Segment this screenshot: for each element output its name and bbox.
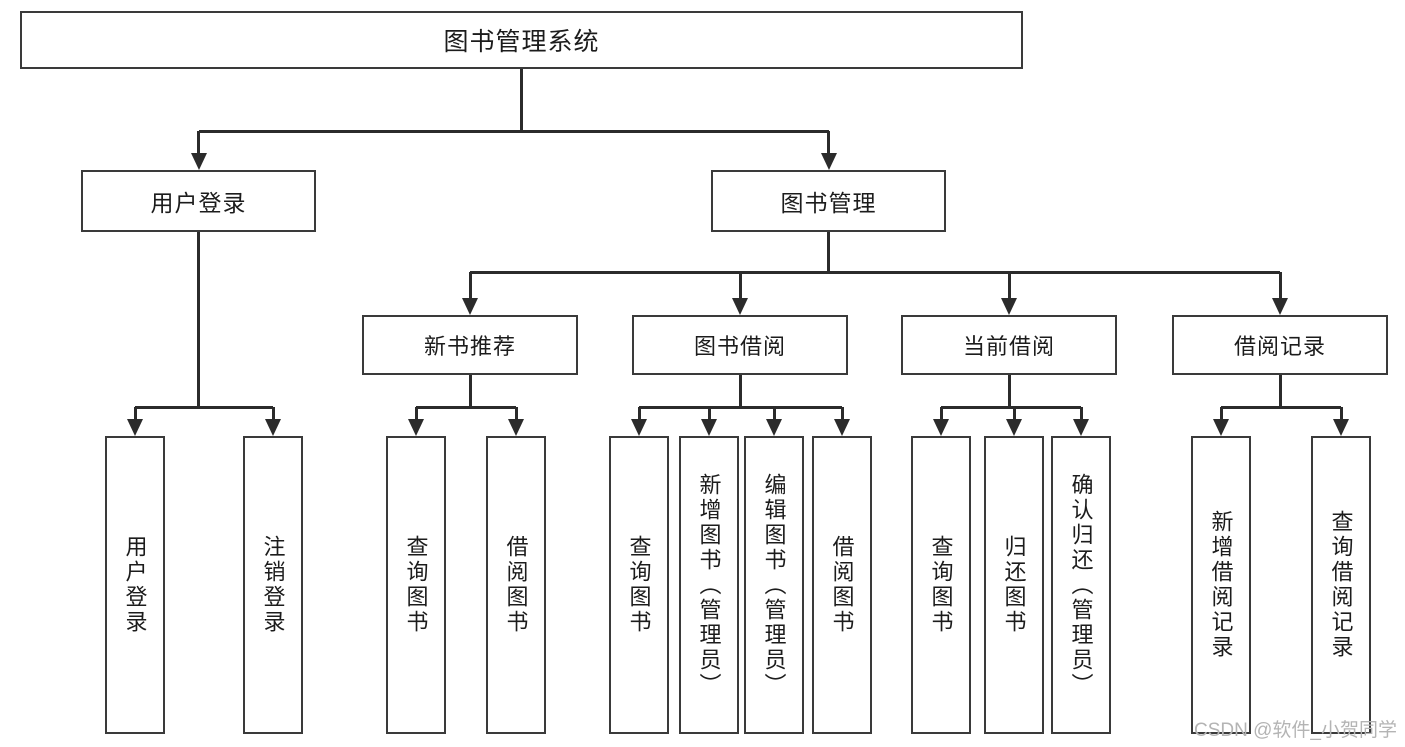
connector-to-leaf-2-0 [637, 407, 641, 419]
connector-leafbus-4 [1221, 405, 1341, 409]
connector-to-leaf-2-2 [772, 407, 776, 419]
connector-root-to-l2-0 [197, 131, 200, 153]
node-level2-0[interactable]: 用户登录 [81, 170, 316, 232]
node-leaf-5[interactable]: 新增图书（管理员） [679, 436, 739, 734]
connector-leafbus-2 [639, 405, 842, 409]
node-root[interactable]: 图书管理系统 [20, 11, 1023, 69]
arrowhead-mgr-to-l3-2 [1001, 298, 1017, 315]
arrowhead-to-leaf-1-0 [408, 419, 424, 436]
arrowhead-to-leaf-2-3 [834, 419, 850, 436]
connector-leafbus-stem-0 [197, 232, 200, 407]
connector-leafbus-3 [941, 405, 1081, 409]
node-level3-3[interactable]: 借阅记录 [1172, 315, 1388, 375]
connector-root-bus [198, 129, 829, 133]
node-leaf-4[interactable]: 查询图书 [609, 436, 669, 734]
connector-to-leaf-2-3 [840, 407, 844, 419]
connector-to-leaf-3-0 [939, 407, 943, 419]
node-level2-1[interactable]: 图书管理 [711, 170, 946, 232]
arrowhead-root-to-l2-0 [190, 153, 207, 170]
node-leaf-12[interactable]: 查询借阅记录 [1311, 436, 1371, 734]
node-leaf-7[interactable]: 借阅图书 [812, 436, 872, 734]
node-level3-0[interactable]: 新书推荐 [362, 315, 578, 375]
connector-root-to-l2-1 [827, 131, 830, 153]
connector-to-leaf-1-0 [414, 407, 418, 419]
node-leaf-3[interactable]: 借阅图书 [486, 436, 546, 734]
arrowhead-to-leaf-2-2 [766, 419, 782, 436]
connector-to-leaf-3-1 [1012, 407, 1016, 419]
connector-leafbus-1 [416, 405, 516, 409]
node-leaf-6[interactable]: 编辑图书（管理员） [744, 436, 804, 734]
arrowhead-to-leaf-2-0 [631, 419, 647, 436]
arrowhead-mgr-to-l3-3 [1272, 298, 1288, 315]
node-level3-2[interactable]: 当前借阅 [901, 315, 1117, 375]
node-leaf-1[interactable]: 注销登录 [243, 436, 303, 734]
connector-to-leaf-0-1 [271, 407, 275, 419]
node-leaf-2[interactable]: 查询图书 [386, 436, 446, 734]
node-leaf-9[interactable]: 归还图书 [984, 436, 1044, 734]
arrowhead-to-leaf-3-1 [1006, 419, 1022, 436]
arrowhead-to-leaf-0-1 [265, 419, 281, 436]
connector-leafbus-stem-4 [1278, 375, 1282, 407]
connector-to-leaf-4-0 [1219, 407, 1223, 419]
node-level3-1[interactable]: 图书借阅 [632, 315, 848, 375]
node-leaf-10[interactable]: 确认归还（管理员） [1051, 436, 1111, 734]
node-leaf-11[interactable]: 新增借阅记录 [1191, 436, 1251, 734]
node-leaf-0[interactable]: 用户登录 [105, 436, 165, 734]
connector-to-leaf-2-1 [707, 407, 711, 419]
arrowhead-to-leaf-1-1 [508, 419, 524, 436]
arrowhead-to-leaf-0-0 [127, 419, 143, 436]
connector-root-stem [520, 69, 523, 131]
connector-mgr-to-l3-2 [1007, 272, 1011, 298]
connector-leafbus-stem-1 [468, 375, 472, 407]
connector-mgr-bus [470, 270, 1280, 274]
arrowhead-to-leaf-4-1 [1333, 419, 1349, 436]
connector-leafbus-stem-3 [1007, 375, 1011, 407]
connector-to-leaf-0-0 [133, 407, 137, 419]
arrowhead-to-leaf-4-0 [1213, 419, 1229, 436]
connector-mgr-to-l3-1 [738, 272, 742, 298]
connector-to-leaf-1-1 [514, 407, 518, 419]
arrowhead-to-leaf-3-0 [933, 419, 949, 436]
connector-leafbus-0 [135, 405, 273, 409]
arrowhead-to-leaf-2-1 [701, 419, 717, 436]
connector-mgr-to-l3-3 [1278, 272, 1282, 298]
arrowhead-to-leaf-3-2 [1073, 419, 1089, 436]
connector-mgr-stem [827, 232, 830, 272]
connector-to-leaf-3-2 [1079, 407, 1083, 419]
node-leaf-8[interactable]: 查询图书 [911, 436, 971, 734]
arrowhead-mgr-to-l3-1 [732, 298, 748, 315]
connector-mgr-to-l3-0 [468, 272, 472, 298]
connector-leafbus-stem-2 [738, 375, 742, 407]
connector-to-leaf-4-1 [1339, 407, 1343, 419]
arrowhead-mgr-to-l3-0 [462, 298, 478, 315]
arrowhead-root-to-l2-1 [820, 153, 837, 170]
